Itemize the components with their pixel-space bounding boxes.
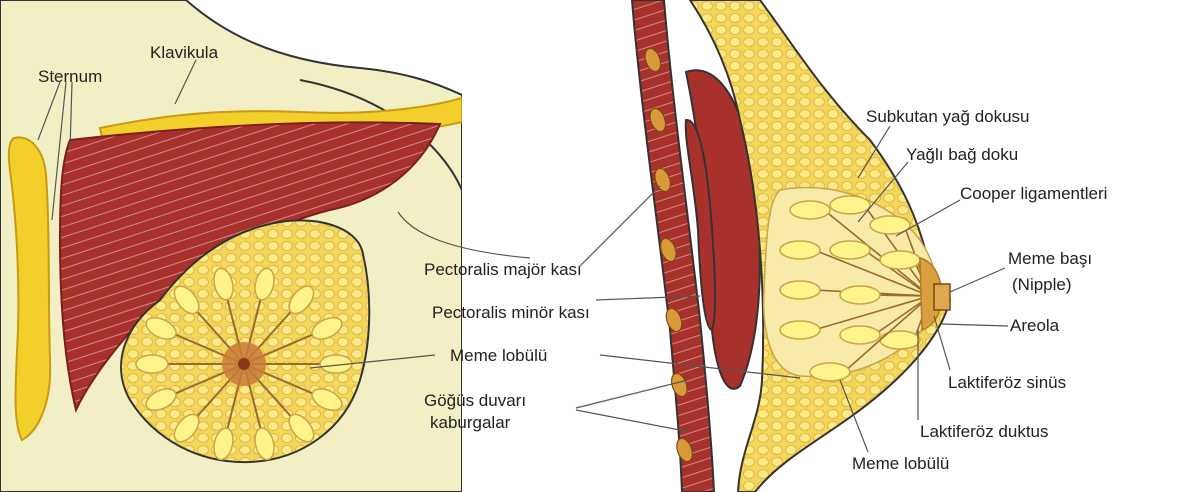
label-nipple: (Nipple) bbox=[1012, 275, 1072, 294]
lobule bbox=[840, 286, 880, 304]
label-meme-basi: Meme başı bbox=[1008, 249, 1092, 268]
lobule bbox=[780, 241, 820, 259]
lobule bbox=[880, 251, 920, 269]
lobule bbox=[880, 331, 920, 349]
lobule bbox=[830, 196, 870, 214]
label-gogus-2: kaburgalar bbox=[430, 413, 511, 432]
lobule bbox=[790, 201, 830, 219]
nipple-front bbox=[238, 358, 250, 370]
label-klavikula: Klavikula bbox=[150, 43, 219, 62]
label-areola: Areola bbox=[1010, 316, 1060, 335]
label-pect-minor: Pectoralis minör kası bbox=[432, 303, 590, 322]
label-laktiferoz-sinus: Laktiferöz sinüs bbox=[948, 373, 1066, 392]
label-meme-lobulu-bottom: Meme lobülü bbox=[852, 454, 949, 473]
lobule bbox=[830, 241, 870, 259]
label-yagli-bag: Yağlı bağ doku bbox=[906, 145, 1018, 164]
lobule bbox=[780, 281, 820, 299]
lobule bbox=[810, 363, 850, 381]
lobule bbox=[136, 355, 168, 373]
label-cooper: Cooper ligamentleri bbox=[960, 184, 1107, 203]
label-sternum: Sternum bbox=[38, 67, 102, 86]
label-laktiferoz-duktus: Laktiferöz duktus bbox=[920, 422, 1049, 441]
label-meme-lobulu-center: Meme lobülü bbox=[450, 346, 547, 365]
label-subkutan: Subkutan yağ dokusu bbox=[866, 107, 1030, 126]
label-pect-major: Pectoralis majör kası bbox=[424, 260, 582, 279]
sagittal-view bbox=[632, 0, 950, 492]
nipple-side bbox=[934, 284, 950, 310]
lobule bbox=[780, 321, 820, 339]
label-gogus-1: Göğüs duvarı bbox=[424, 391, 526, 410]
lobule bbox=[840, 326, 880, 344]
